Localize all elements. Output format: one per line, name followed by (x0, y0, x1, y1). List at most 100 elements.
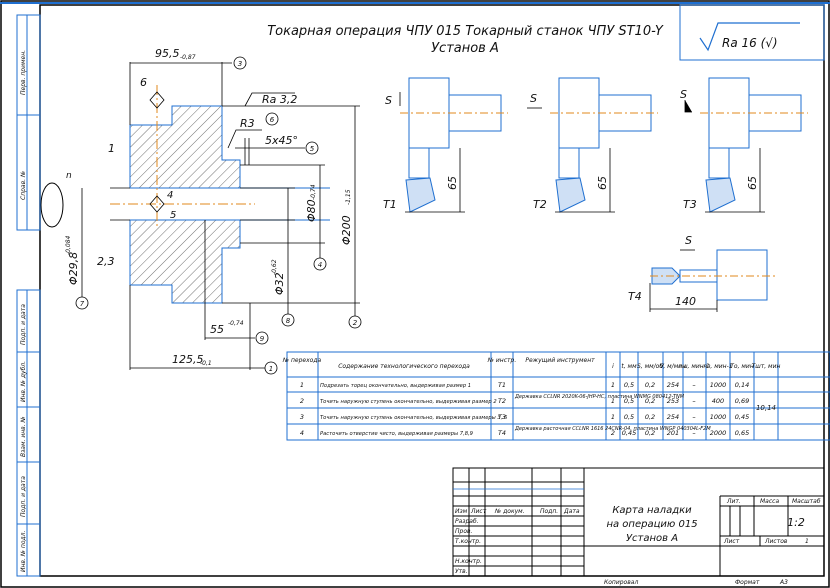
stamp-header: Подп. (540, 508, 558, 515)
surface-label-6: 6 (140, 76, 147, 89)
dimensions (81, 62, 360, 370)
surface-label-5: 5 (170, 210, 176, 221)
table-cell-s: 0,2 (645, 381, 655, 389)
table-cell-nz: 2000 (710, 429, 727, 437)
table-cell-v: 254 (667, 413, 679, 421)
dim-80: Φ80 (305, 199, 318, 222)
table-cell-to: 0,14 (735, 381, 749, 389)
stamp-role: Н.контр. (455, 558, 482, 565)
table-cell-nsh: – (692, 429, 695, 437)
callout-label: 9 (260, 335, 265, 343)
dim-29: Φ29,8 (67, 252, 80, 285)
dim-80-tol: -0,74 (310, 184, 317, 200)
roughness-text: Ra 16 (√) (722, 36, 778, 50)
dim-55: 55 (210, 323, 224, 336)
table-cell-content: Расточить отверстие чисто, выдерживая ра… (320, 431, 473, 437)
table-cell-n: 4 (300, 429, 304, 437)
table-cell-s: 0,2 (645, 429, 655, 437)
stamp-format-value: А3 (779, 579, 788, 586)
tool-group-1: Державка CCLNR 2020K-06-JHP-HC, пластина… (514, 394, 685, 400)
surface-label-2-3: 2,3 (97, 255, 115, 268)
th-to: То, мин (730, 363, 754, 370)
th-t: t, мм (621, 363, 637, 370)
callouts (75, 56, 362, 375)
operations-table (286, 351, 830, 441)
table-cell-n: 3 (300, 413, 304, 421)
th-nz: nз, мин-1 (703, 363, 732, 370)
dim-32: Φ32 (273, 272, 286, 295)
table-cell-t: 0,45 (622, 429, 636, 437)
stamp-sheets-value: 1 (805, 538, 809, 545)
dim-125: 125,5 (172, 353, 204, 366)
roughness-3-2: Ra 3,2 (262, 93, 297, 106)
table-cell-nz: 400 (712, 397, 724, 405)
tool-t4-label: T4 (628, 290, 642, 303)
part-lower-section (129, 219, 241, 304)
table-cell-nz: 1000 (710, 381, 727, 389)
tool-t2 (550, 77, 658, 213)
table-cell-n: 2 (300, 397, 304, 405)
table-cell-s: 0,2 (645, 397, 655, 405)
title-line2: Установ А (431, 41, 499, 56)
side-stamps (16, 14, 41, 577)
dim-chamfer: 5x45° (265, 134, 298, 147)
chuck-jaw-icon (40, 182, 64, 228)
datum-symbol-icon (149, 195, 165, 213)
inner-border (39, 4, 825, 577)
doc-title-line1: Карта наладки (612, 505, 692, 516)
th-v: V, м/мин (660, 363, 686, 370)
dim-200-tol: -1,15 (345, 189, 352, 205)
dim-32-tol: -0,62 (271, 259, 278, 275)
th-tool-no: № инстр. (487, 357, 517, 364)
th-content: Содержание технологического перехода (338, 363, 470, 370)
stamp-role: Разраб. (455, 518, 479, 525)
table-cell-s: 0,2 (645, 413, 655, 421)
th-i: i (612, 363, 614, 370)
table-cell-t: 0,5 (624, 413, 634, 421)
dim-95-tol: -0,87 (180, 54, 196, 61)
side-stamp-label: Подп. и дата (20, 304, 27, 345)
th-nsh: nш, мин-1 (678, 363, 709, 370)
stamp-scale: Масштаб (792, 498, 821, 505)
tool-t1-dim: 65 (446, 176, 459, 190)
table-cell-nz: 1000 (710, 413, 727, 421)
tool-t2-label: T2 (533, 198, 547, 211)
stamp-sheet: Лист (723, 538, 740, 545)
table-cell-to: 0,45 (735, 413, 749, 421)
tool-t2-feed: S (530, 92, 537, 105)
callout-label: 3 (238, 60, 242, 68)
side-stamp-label: Инв. № дубл. (20, 361, 27, 402)
dim-95: 95,5 (155, 47, 180, 60)
doc-title-line2: на операцию 015 (606, 519, 697, 530)
stamp-lit: Лит. (726, 498, 741, 505)
tool-group-2: Державка расточная CCLNR 1616 24CNR-04, … (514, 426, 711, 432)
callout-label: 4 (318, 261, 322, 269)
surface-label-4: 4 (167, 190, 173, 201)
title-block (452, 467, 825, 577)
table-cell-v: 254 (667, 381, 679, 389)
roughness-symbol-icon (699, 22, 800, 52)
stamp-header: Лист (470, 508, 487, 515)
th-step-no: № перехода (282, 357, 322, 364)
stamp-role: Пров. (455, 528, 473, 535)
tool-t4 (650, 249, 775, 301)
callout-label: 7 (80, 300, 85, 308)
tool-t3 (700, 77, 808, 213)
dim-55-tol: -0,74 (228, 320, 244, 327)
callout-label: 2 (353, 319, 358, 327)
side-stamp-label: Подп. и дата (20, 476, 27, 517)
stamp-header: Изм (455, 508, 468, 515)
tool-t1-feed: S (385, 94, 392, 107)
surface-label-n: n (66, 171, 72, 181)
tool-t1 (400, 77, 508, 213)
tool-t3-feed: S (680, 88, 687, 101)
tool-t2-dim: 65 (596, 176, 609, 190)
callout-label: 6 (270, 116, 275, 124)
table-cell-to: 0,69 (735, 397, 749, 405)
dim-200: Φ200 (340, 215, 353, 245)
stamp-role: Утв. (455, 568, 468, 575)
th-s: S, мм/об (637, 363, 663, 370)
stamp-copied: Копировал (604, 579, 638, 586)
th-tsht: Тшт, мин (752, 363, 781, 370)
stamp-header: Дата (563, 508, 580, 515)
